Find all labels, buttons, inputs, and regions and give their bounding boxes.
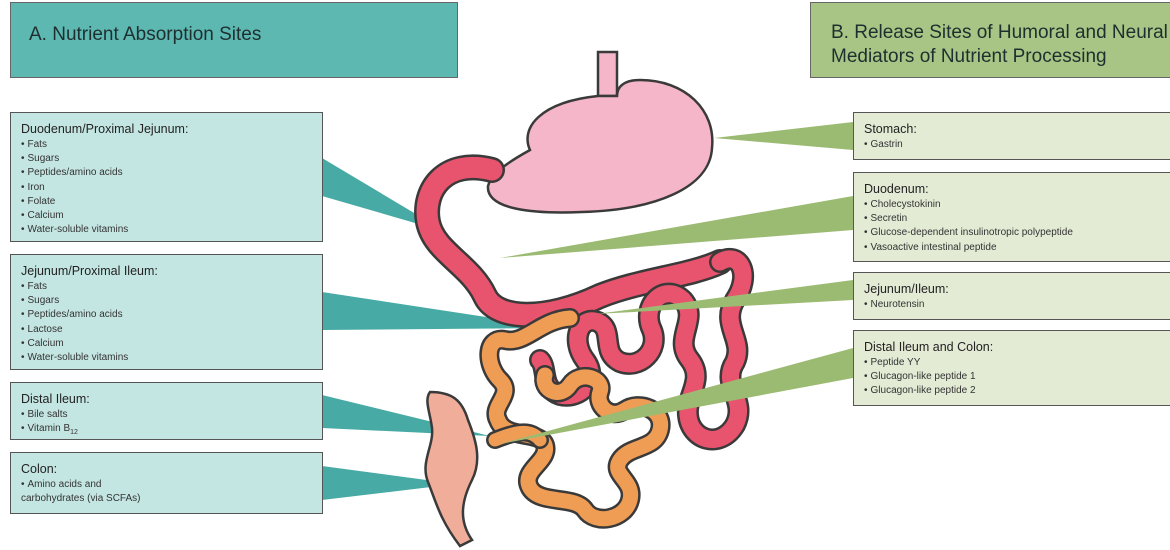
box-title: Duodenum: (864, 181, 1161, 197)
list-item: Fats (21, 138, 312, 152)
colon-icon (426, 392, 478, 546)
list-item: Peptides/amino acids (21, 166, 312, 180)
list-item: Iron (21, 181, 312, 195)
list-item: Amino acids and carbohydrates (via SCFAs… (21, 478, 141, 506)
list-item: Peptides/amino acids (21, 308, 312, 322)
list-item: Secretin (864, 212, 1161, 226)
list-item: Cholecystokinin (864, 198, 1161, 212)
box-distal-ileum: Distal Ileum: Bile salts Vitamin B12 (10, 382, 323, 440)
list-item: Folate (21, 195, 312, 209)
list-item: Glucagon-like peptide 2 (864, 384, 1161, 398)
vitamin-label: Vitamin B (28, 423, 71, 434)
list-item: Calcium (21, 209, 312, 223)
mediator-list: Peptide YY Glucagon-like peptide 1 Gluca… (864, 356, 1161, 399)
box-title: Jejunum/Proximal Ileum: (21, 263, 312, 279)
list-item: Lactose (21, 323, 312, 337)
nutrient-list: Fats Sugars Peptides/amino acids Iron Fo… (21, 138, 312, 237)
list-item: Peptide YY (864, 356, 1161, 370)
list-item: Fats (21, 280, 312, 294)
list-item: Glucagon-like peptide 1 (864, 370, 1161, 384)
nutrient-list: Amino acids and carbohydrates (via SCFAs… (21, 478, 312, 506)
list-item: Vasoactive intestinal peptide (864, 241, 1161, 255)
list-item: Sugars (21, 294, 312, 308)
list-item: Sugars (21, 152, 312, 166)
nutrient-list: Bile salts Vitamin B12 (21, 408, 312, 440)
mediator-list: Neurotensin (864, 298, 1161, 312)
list-item: Neurotensin (864, 298, 1161, 312)
stomach-icon (488, 52, 712, 212)
box-duodenum: Duodenum: Cholecystokinin Secretin Gluco… (853, 172, 1170, 262)
box-title: Stomach: (864, 121, 1161, 137)
box-distal-ileum-colon: Distal Ileum and Colon: Peptide YY Gluca… (853, 330, 1170, 406)
box-title: Distal Ileum: (21, 391, 312, 407)
box-stomach: Stomach: Gastrin (853, 112, 1170, 160)
list-item: Bile salts (21, 408, 312, 422)
box-title: Duodenum/Proximal Jejunum: (21, 121, 312, 137)
nutrient-list: Fats Sugars Peptides/amino acids Lactose… (21, 280, 312, 365)
box-jejunum-proximal-ileum: Jejunum/Proximal Ileum: Fats Sugars Pept… (10, 254, 323, 370)
box-colon: Colon: Amino acids and carbohydrates (vi… (10, 452, 323, 514)
box-title: Colon: (21, 461, 312, 477)
list-item: Calcium (21, 337, 312, 351)
vitamin-subscript: 12 (70, 429, 78, 436)
list-item: Vitamin B12 (21, 422, 312, 440)
box-title: Distal Ileum and Colon: (864, 339, 1161, 355)
mediator-list: Cholecystokinin Secretin Glucose-depende… (864, 198, 1161, 255)
box-duodenum-proximal-jejunum: Duodenum/Proximal Jejunum: Fats Sugars P… (10, 112, 323, 242)
list-item: Glucose-dependent insulinotropic polypep… (864, 226, 1161, 240)
list-item: Water-soluble vitamins (21, 351, 312, 365)
mediator-list: Gastrin (864, 138, 1161, 152)
list-item: Water-soluble vitamins (21, 223, 312, 237)
box-jejunum-ileum: Jejunum/Ileum: Neurotensin (853, 272, 1170, 320)
pointer-stomach (714, 122, 853, 150)
box-title: Jejunum/Ileum: (864, 281, 1161, 297)
list-item: Gastrin (864, 138, 1161, 152)
